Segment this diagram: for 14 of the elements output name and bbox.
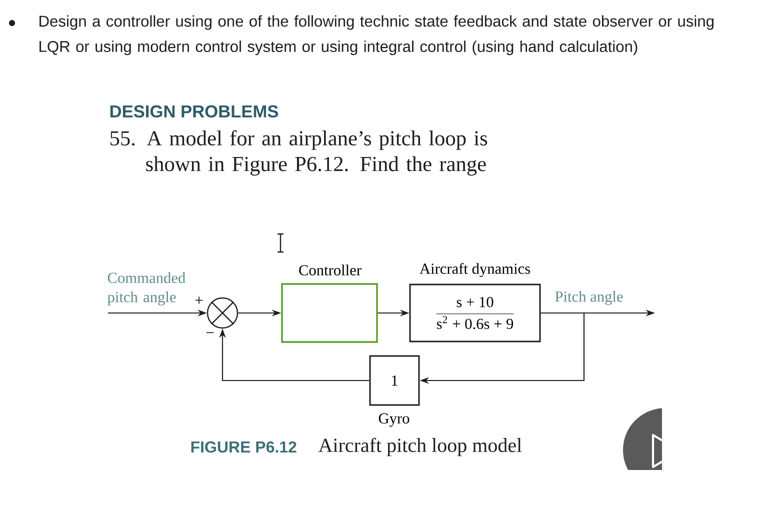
gain-box: 1	[369, 355, 420, 406]
figure-caption: Aircraft pitch loop model	[318, 438, 522, 456]
block-label: Controller	[299, 264, 362, 276]
figure-number: FIGURE P6.12	[191, 441, 296, 453]
edge-label: Pitch angle	[555, 291, 623, 305]
block-label: Gyro	[378, 413, 410, 427]
edge-label: Commanded pitch angle	[108, 272, 186, 306]
sign-label: +	[195, 296, 203, 304]
transfer-function-box: s + 10 s$^{2}$ + 0.6s + 9	[409, 284, 541, 342]
instruction-text: Design a controller using one of the following technic state feedback and state observer or using LQR or using modern control system or using integral control (using hand calculation)	[40, 15, 714, 56]
section-heading: DESIGN PROBLEMS	[110, 105, 278, 118]
sign-label: −	[206, 332, 214, 334]
block-label: Aircraft dynamics	[420, 262, 530, 278]
problem-text: 55. A model for an airplane’s pitch loop is shown in Figure P6.12. Find the range	[110, 130, 488, 176]
